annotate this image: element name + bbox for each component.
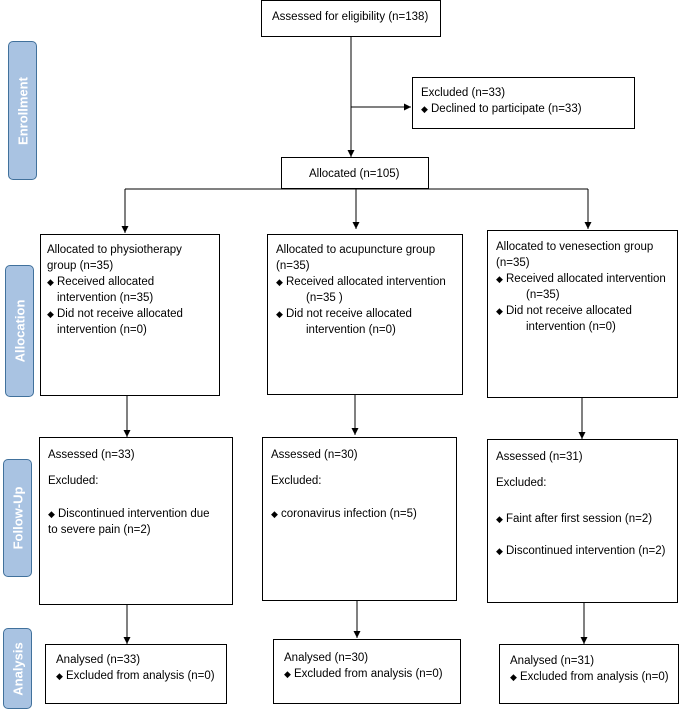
analysis-box-acupuncture: Analysed (n=30) ◆ Excluded from analysis… <box>273 639 461 704</box>
not-received-count: intervention (n=0) <box>57 324 147 336</box>
stage-allocation: Allocation <box>5 265 34 397</box>
received-count: (n=35 ) <box>306 292 343 304</box>
bullet-icon: ◆ <box>48 509 55 519</box>
stage-follow-up-label: Follow-Up <box>10 486 25 550</box>
analysis-excluded-item: ◆ Excluded from analysis (n=0) <box>56 668 220 684</box>
followup-assessed: Assessed (n=30) <box>271 449 358 461</box>
allocation-title: Allocated to venesection group <box>496 241 654 253</box>
allocation-box-physiotherapy: Allocated to physiotherapy group (n=35) … <box>40 234 220 396</box>
not-received-count: intervention (n=0) <box>306 324 396 336</box>
allocated-box: Allocated (n=105) <box>281 157 429 189</box>
followup-item: ◆ Discontinued intervention (n=2) <box>496 543 671 559</box>
bullet-icon: ◆ <box>496 274 503 284</box>
excluded-item: ◆ Declined to participate (n=33) <box>421 101 634 117</box>
received-count: intervention (n=35) <box>57 292 154 304</box>
followup-excluded-label: Excluded: <box>496 477 547 489</box>
followup-assessed: Assessed (n=31) <box>496 451 583 463</box>
received-label: Received allocated <box>57 276 155 288</box>
bullet-icon: ◆ <box>56 671 63 681</box>
analysis-box-physiotherapy: Analysed (n=33) ◆ Excluded from analysis… <box>45 644 227 704</box>
bullet-icon: ◆ <box>496 546 503 556</box>
assessed-box: Assessed for eligibility (n=138) <box>261 0 441 37</box>
allocation-box-venesection: Allocated to venesection group (n=35) ◆ … <box>487 230 678 398</box>
excluded-item-label: Declined to participate (n=33) <box>431 103 582 115</box>
analysis-excluded-label: Excluded from analysis (n=0) <box>294 668 443 680</box>
allocation-title: group (n=35) <box>47 260 114 272</box>
followup-item: ◆ coronavirus infection (n=5) <box>271 506 450 522</box>
not-received-item: ◆ Did not receive allocated <box>496 303 671 319</box>
followup-excluded-label: Excluded: <box>48 475 99 487</box>
stage-follow-up: Follow-Up <box>3 459 32 577</box>
allocation-title: (n=35) <box>276 260 310 272</box>
not-received-count: intervention (n=0) <box>526 321 616 333</box>
not-received-label: Did not receive allocated <box>57 308 183 320</box>
excluded-title: Excluded (n=33) <box>421 87 506 99</box>
excluded-box: Excluded (n=33) ◆ Declined to participat… <box>412 77 635 129</box>
followup-item: ◆ Faint after first session (n=2) <box>496 511 671 527</box>
bullet-icon: ◆ <box>510 672 517 682</box>
analysed-text: Analysed (n=30) <box>284 652 369 664</box>
allocated-text: Allocated (n=105) <box>309 168 400 180</box>
followup-box-acupuncture: Assessed (n=30) Excluded: ◆ coronavirus … <box>262 437 457 601</box>
not-received-item: ◆ Did not receive allocated <box>276 306 456 322</box>
allocation-box-acupuncture: Allocated to acupuncture group (n=35) ◆ … <box>267 234 463 395</box>
analysed-text: Analysed (n=33) <box>56 654 141 666</box>
followup-assessed: Assessed (n=33) <box>48 449 135 461</box>
stage-enrollment-label: Enrollment <box>15 76 30 145</box>
followup-box-venesection: Assessed (n=31) Excluded: ◆ Faint after … <box>487 439 678 603</box>
analysis-excluded-label: Excluded from analysis (n=0) <box>520 671 669 683</box>
bullet-icon: ◆ <box>276 277 283 287</box>
stage-analysis-label: Analysis <box>10 641 25 696</box>
received-item: ◆ Received allocated <box>47 274 213 290</box>
followup-item-cont: to severe pain (n=2) <box>48 524 151 536</box>
not-received-label: Did not receive allocated <box>286 308 412 320</box>
received-label: Received allocated intervention <box>286 276 446 288</box>
bullet-icon: ◆ <box>421 104 428 114</box>
received-item: ◆ Received allocated intervention <box>276 274 456 290</box>
analysis-excluded-item: ◆ Excluded from analysis (n=0) <box>510 669 672 685</box>
received-label: Received allocated intervention <box>506 273 666 285</box>
analysis-box-venesection: Analysed (n=31) ◆ Excluded from analysis… <box>499 644 679 704</box>
received-item: ◆ Received allocated intervention <box>496 271 671 287</box>
assessed-text: Assessed for eligibility (n=138) <box>272 11 429 23</box>
stage-analysis: Analysis <box>3 628 32 709</box>
bullet-icon: ◆ <box>271 509 278 519</box>
not-received-item: ◆ Did not receive allocated <box>47 306 213 322</box>
followup-item-label: Discontinued intervention (n=2) <box>506 545 666 557</box>
allocation-title: Allocated to acupuncture group <box>276 244 436 256</box>
bullet-icon: ◆ <box>284 669 291 679</box>
followup-item: ◆ Discontinued intervention due <box>48 506 226 522</box>
bullet-icon: ◆ <box>47 309 54 319</box>
stage-enrollment: Enrollment <box>8 41 37 180</box>
stage-allocation-label: Allocation <box>12 299 27 363</box>
followup-item-label: Discontinued intervention due <box>58 508 210 520</box>
analysis-excluded-label: Excluded from analysis (n=0) <box>66 670 215 682</box>
bullet-icon: ◆ <box>276 309 283 319</box>
bullet-icon: ◆ <box>496 306 503 316</box>
followup-item-label: coronavirus infection (n=5) <box>281 508 417 520</box>
followup-box-physiotherapy: Assessed (n=33) Excluded: ◆ Discontinued… <box>39 437 233 605</box>
received-count: (n=35) <box>526 289 560 301</box>
analysed-text: Analysed (n=31) <box>510 655 595 667</box>
bullet-icon: ◆ <box>47 277 54 287</box>
not-received-label: Did not receive allocated <box>506 305 632 317</box>
followup-item-label: Faint after first session (n=2) <box>506 513 653 525</box>
allocation-title: (n=35) <box>496 257 530 269</box>
bullet-icon: ◆ <box>496 514 503 524</box>
allocation-title: Allocated to physiotherapy <box>47 244 182 256</box>
analysis-excluded-item: ◆ Excluded from analysis (n=0) <box>284 666 454 682</box>
followup-excluded-label: Excluded: <box>271 475 322 487</box>
